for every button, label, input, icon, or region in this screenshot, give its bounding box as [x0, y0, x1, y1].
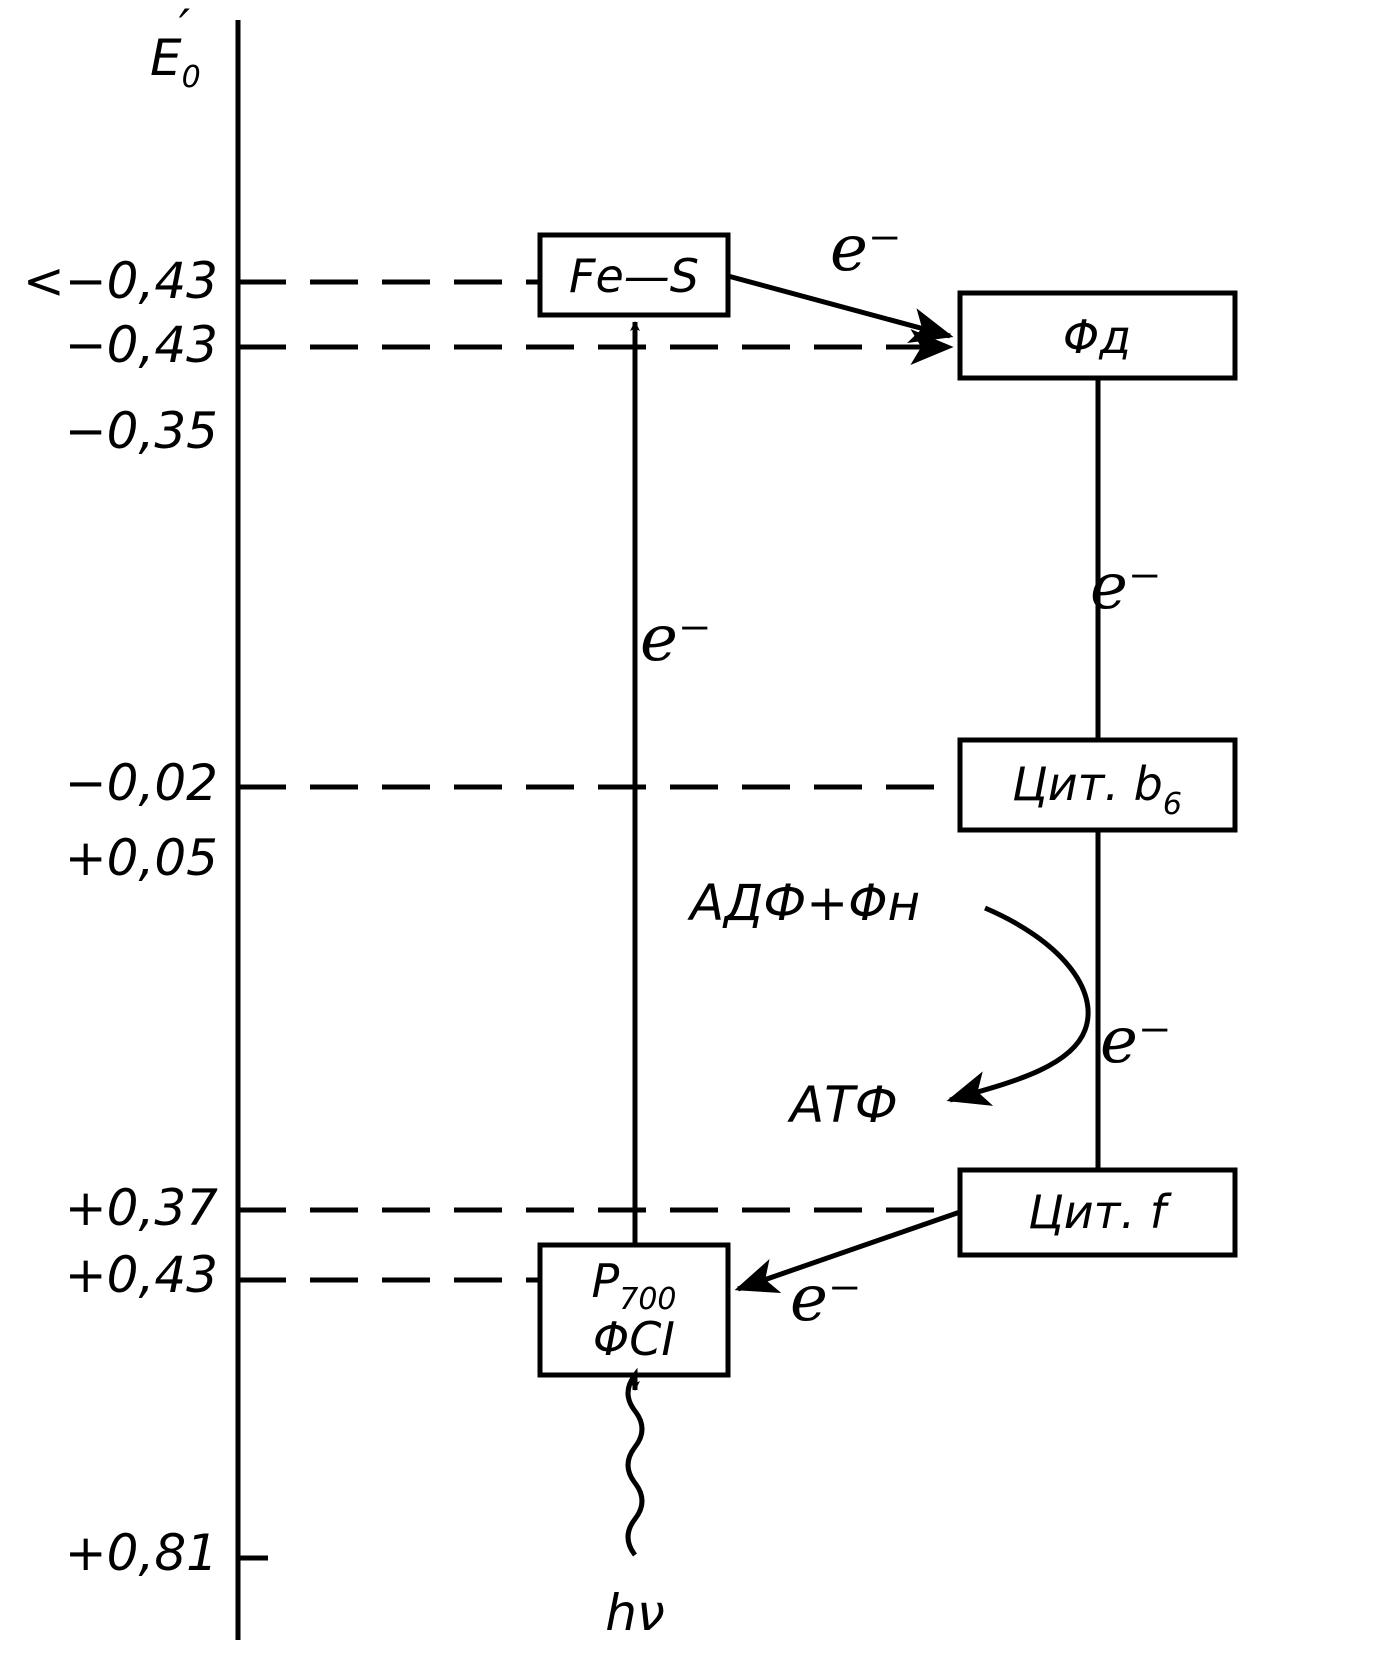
arrow-cyt-f-to-p700 [734, 1209, 961, 1294]
electron-label-b6-f: e⁻ [1100, 1004, 1172, 1078]
box-cyt-f [957, 1167, 1238, 1258]
electron-label-f-p700: e⁻ [790, 1262, 862, 1336]
label-p700: P700 [591, 1254, 676, 1317]
tick-label-water: +0,81 [65, 1524, 218, 1582]
tick-label-fd: −0,43 [65, 316, 218, 374]
label-adp-pi: АДФ+Φн [687, 874, 920, 932]
electron-label-upward: e⁻ [640, 602, 712, 676]
axis-label: E0′ [150, 0, 201, 95]
label-cyt-b6: Цит. b6 [1012, 757, 1182, 822]
label-fes: Fe—S [569, 249, 699, 303]
tick-label-nadp: −0,35 [65, 402, 218, 460]
tick-label-fes: <−0,43 [23, 252, 218, 310]
tick-label-cyt-f: +0,37 [65, 1179, 218, 1237]
box-ferredoxin [957, 290, 1238, 381]
label-cyt-f: Цит. f [1028, 1185, 1172, 1239]
box-cyt-b6 [957, 737, 1238, 833]
tick-label-cyt-b6: −0,02 [65, 754, 218, 812]
phosphorylation-arrow [946, 905, 1091, 1106]
tick-label-p700: +0,43 [65, 1246, 218, 1304]
tick-label-pq: +0,05 [65, 829, 218, 887]
label-light: hν [605, 1584, 665, 1642]
electron-label-fd-b6: e⁻ [1090, 550, 1162, 624]
box-fes [537, 232, 731, 318]
arrow-fes-to-fd [727, 273, 954, 344]
label-ferredoxin: Φд [1063, 310, 1131, 364]
light-wave [625, 1367, 645, 1557]
label-atp: АТФ [787, 1076, 898, 1134]
electron-label-fes-fd: e⁻ [830, 212, 902, 286]
label-psi: ΦCI [593, 1312, 675, 1366]
